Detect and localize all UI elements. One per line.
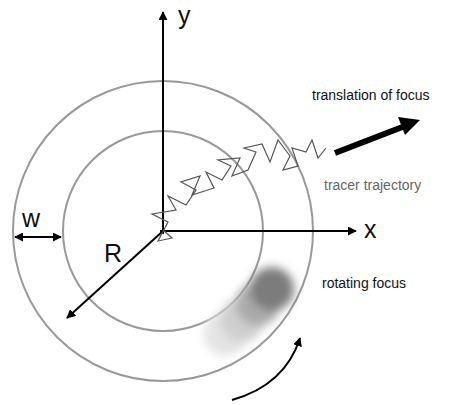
axis-label: x xyxy=(364,216,377,244)
focus-spot xyxy=(204,267,294,356)
annotation: tracer trajectory xyxy=(324,178,421,193)
radius-arrow xyxy=(67,231,163,318)
annotation: rotating focus xyxy=(322,276,406,291)
translation-arrowhead xyxy=(398,117,420,135)
x-axis xyxy=(160,230,356,232)
dimension-label: R xyxy=(104,240,122,268)
annotation: translation of focus xyxy=(312,88,430,103)
axis-label: y xyxy=(178,2,191,30)
rotation-arrow xyxy=(232,338,300,400)
translation-arrow xyxy=(335,126,405,153)
dimension-label: w xyxy=(22,205,40,233)
tracer-trajectory xyxy=(152,140,326,241)
y-axis xyxy=(162,12,164,234)
width-arrow xyxy=(15,236,61,238)
